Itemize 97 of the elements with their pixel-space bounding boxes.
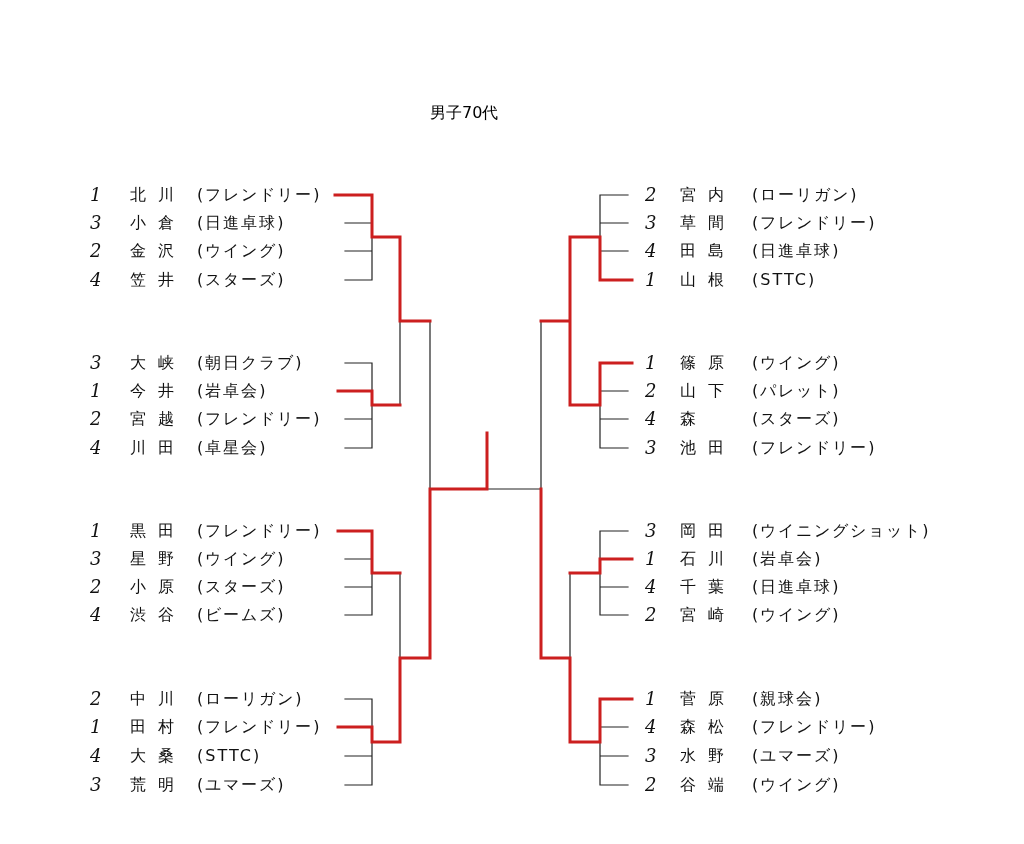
club-name: (ウイング): [197, 549, 286, 569]
club-name: (ビームズ): [197, 605, 286, 625]
rank-number: 3: [90, 775, 102, 795]
rank-number: 2: [645, 185, 657, 205]
rank-number: 2: [645, 381, 657, 401]
club-name: (ウイニングショット): [752, 521, 931, 541]
rank-number: 4: [645, 409, 657, 429]
club-name: (フレンドリー): [197, 185, 322, 205]
rank-number: 1: [90, 381, 102, 401]
rank-number: 2: [90, 577, 102, 597]
rank-number: 2: [90, 241, 102, 261]
rank-number: 1: [90, 717, 102, 737]
player-name: 篠原: [680, 353, 736, 373]
club-name: (岩卓会): [197, 381, 268, 401]
player-name: 千葉: [680, 577, 736, 597]
club-name: (卓星会): [197, 438, 268, 458]
rank-number: 3: [90, 353, 102, 373]
player-name: 宮内: [680, 185, 736, 205]
club-name: (スターズ): [197, 270, 286, 290]
club-name: (スターズ): [752, 409, 841, 429]
player-name: 北川: [130, 185, 186, 205]
club-name: (ウイング): [752, 353, 841, 373]
rank-number: 4: [645, 717, 657, 737]
club-name: (スターズ): [197, 577, 286, 597]
rank-number: 1: [90, 185, 102, 205]
player-name: 田島: [680, 241, 736, 261]
player-name: 岡田: [680, 521, 736, 541]
player-name: 宮崎: [680, 605, 736, 625]
club-name: (パレット): [752, 381, 841, 401]
rank-number: 3: [645, 213, 657, 233]
club-name: (フレンドリー): [752, 717, 877, 737]
club-name: (岩卓会): [752, 549, 823, 569]
rank-number: 2: [90, 689, 102, 709]
club-name: (STTC): [197, 746, 262, 766]
club-name: (フレンドリー): [197, 717, 322, 737]
rank-number: 1: [645, 353, 657, 373]
player-name: 石川: [680, 549, 736, 569]
player-name: 草間: [680, 213, 736, 233]
player-name: 山下: [680, 381, 736, 401]
player-name: 渋谷: [130, 605, 186, 625]
rank-number: 1: [645, 270, 657, 290]
player-name: 金沢: [130, 241, 186, 261]
player-name: 荒明: [130, 775, 186, 795]
rank-number: 2: [645, 605, 657, 625]
club-name: (ウイング): [752, 775, 841, 795]
club-name: (フレンドリー): [197, 521, 322, 541]
rank-number: 4: [645, 241, 657, 261]
player-name: 宮越: [130, 409, 186, 429]
player-name: 森松: [680, 717, 736, 737]
rank-number: 4: [90, 438, 102, 458]
club-name: (STTC): [752, 270, 817, 290]
club-name: (ウイング): [197, 241, 286, 261]
rank-number: 3: [90, 549, 102, 569]
player-name: 菅原: [680, 689, 736, 709]
club-name: (フレンドリー): [752, 213, 877, 233]
rank-number: 3: [645, 438, 657, 458]
club-name: (ウイング): [752, 605, 841, 625]
player-name: 小原: [130, 577, 186, 597]
rank-number: 2: [645, 775, 657, 795]
rank-number: 3: [90, 213, 102, 233]
player-name: 森: [680, 409, 708, 429]
player-name: 田村: [130, 717, 186, 737]
rank-number: 1: [90, 521, 102, 541]
player-name: 黒田: [130, 521, 186, 541]
player-name: 川田: [130, 438, 186, 458]
player-name: 池田: [680, 438, 736, 458]
club-name: (日進卓球): [752, 241, 841, 261]
player-name: 谷端: [680, 775, 736, 795]
club-name: (ローリガン): [752, 185, 859, 205]
club-name: (フレンドリー): [197, 409, 322, 429]
rank-number: 4: [645, 577, 657, 597]
club-name: (朝日クラブ): [197, 353, 304, 373]
club-name: (日進卓球): [197, 213, 286, 233]
rank-number: 4: [90, 270, 102, 290]
player-name: 今井: [130, 381, 186, 401]
club-name: (親球会): [752, 689, 823, 709]
rank-number: 4: [90, 605, 102, 625]
player-name: 山根: [680, 270, 736, 290]
player-name: 小倉: [130, 213, 186, 233]
club-name: (ユマーズ): [752, 746, 841, 766]
player-name: 大桑: [130, 746, 186, 766]
rank-number: 3: [645, 746, 657, 766]
rank-number: 3: [645, 521, 657, 541]
club-name: (ローリガン): [197, 689, 304, 709]
title: 男子70代: [430, 103, 499, 124]
player-name: 水野: [680, 746, 736, 766]
club-name: (フレンドリー): [752, 438, 877, 458]
club-name: (日進卓球): [752, 577, 841, 597]
player-name: 星野: [130, 549, 186, 569]
player-name: 笠井: [130, 270, 186, 290]
rank-number: 4: [90, 746, 102, 766]
rank-number: 1: [645, 549, 657, 569]
rank-number: 2: [90, 409, 102, 429]
player-name: 大峡: [130, 353, 186, 373]
rank-number: 1: [645, 689, 657, 709]
player-name: 中川: [130, 689, 186, 709]
club-name: (ユマーズ): [197, 775, 286, 795]
